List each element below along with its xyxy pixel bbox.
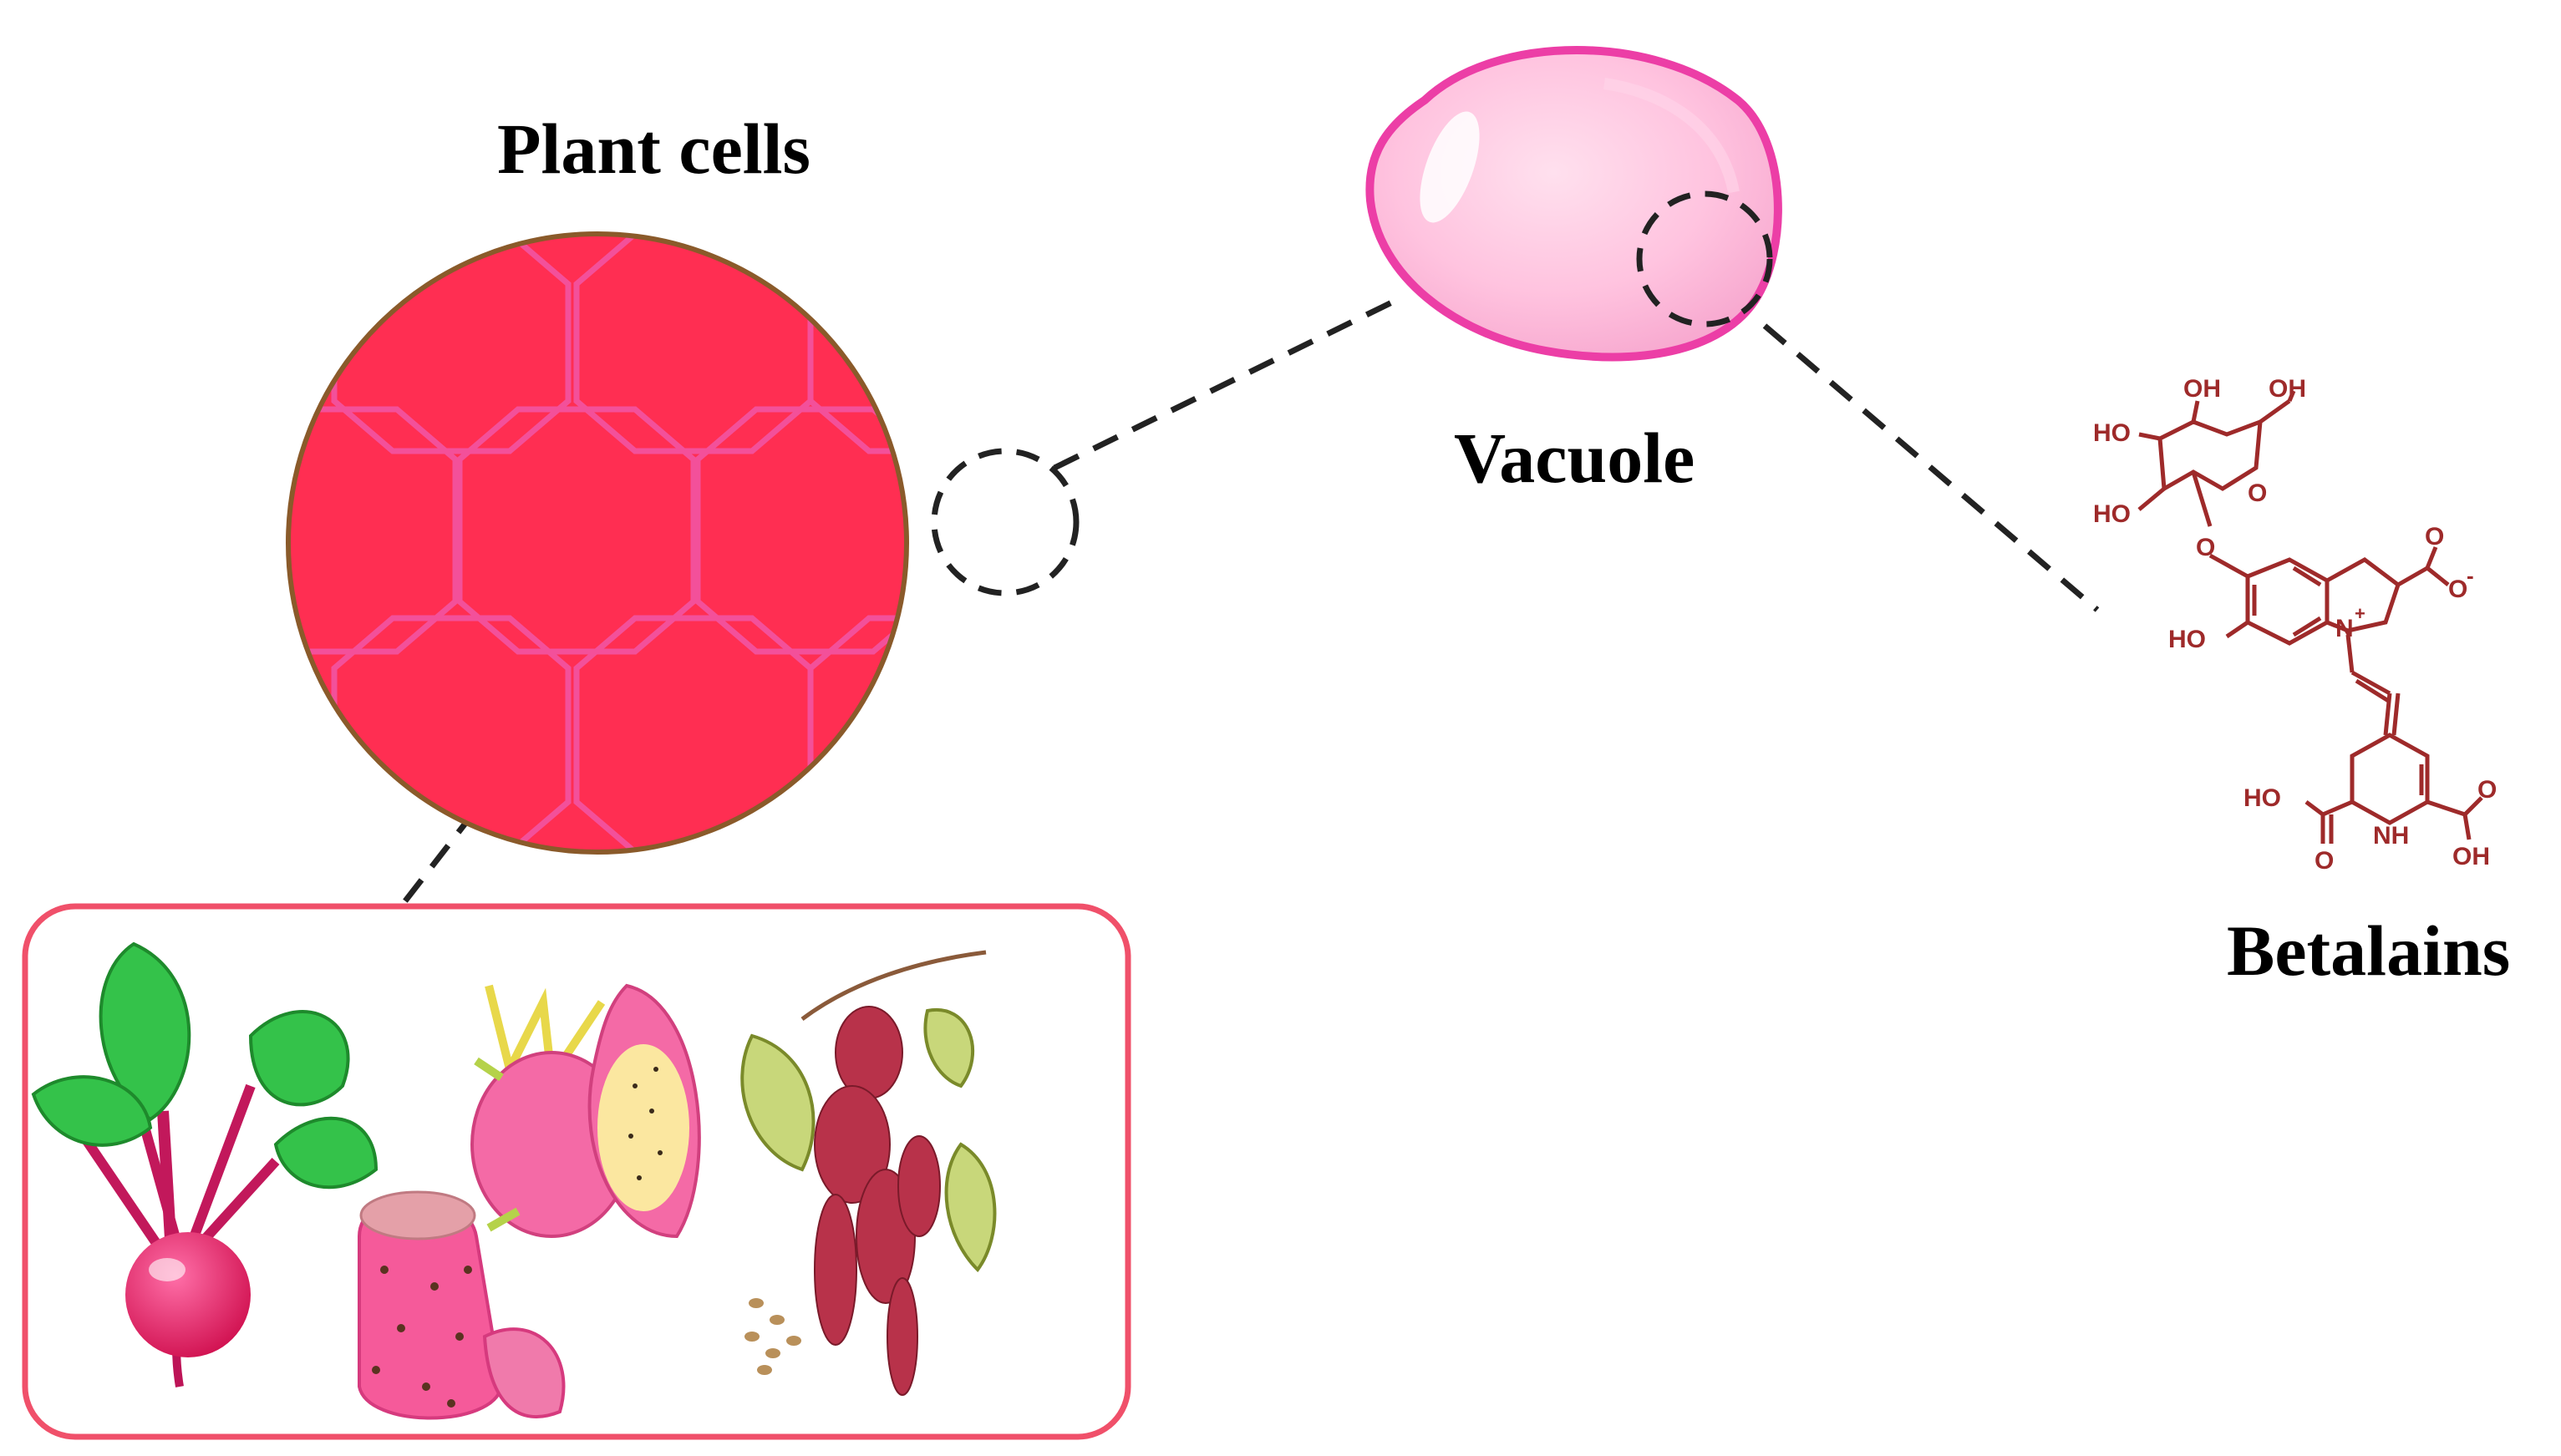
atom-charge: + [2355,603,2365,624]
atom-oh: OH [2183,375,2221,403]
vacuole-shape [1365,46,1782,362]
atom-o: O [2448,576,2467,603]
dragon-fruit-illustration [470,983,701,1239]
beetroot-illustration [31,941,379,1388]
atom-oh: OH [2269,375,2306,403]
betalains-label: Betalains [2227,911,2511,991]
atom-o: O [2315,847,2334,875]
amaranth-illustration [740,950,997,1396]
atom-n: N [2335,615,2354,642]
atom-o: O [2477,776,2497,804]
betalain-molecule [2137,390,2483,844]
connector-lines [399,293,2100,909]
atom-o: O [2425,523,2444,550]
atom-charge: - [2467,563,2474,588]
atom-ho: HO [2093,500,2131,528]
atom-o: O [2196,534,2215,561]
connector-cells-to-vacuole [1053,293,1405,471]
vacuole-label: Vacuole [1454,418,1695,498]
atom-o: O [2248,479,2267,507]
molecule-atom-labels: OH OH HO HO O O HO N + O O - HO O NH O O… [2093,375,2497,875]
atom-oh: OH [2452,843,2490,870]
plant-cells-label: Plant cells [497,109,810,189]
atom-ho: HO [2243,784,2281,812]
plant-cells-circle [286,231,1080,855]
atom-ho: HO [2093,419,2131,447]
atom-nh: NH [2373,822,2409,850]
betalain-sources-box [22,903,1131,1440]
prickly-pear-illustration [358,1190,566,1420]
vacuole-zoom-circle [1636,190,1773,327]
connector-vacuole-to-betalains [1762,323,2100,612]
cell-zoom-circle [931,448,1080,596]
atom-ho: HO [2168,626,2206,653]
connector-cells-to-sources [399,774,504,909]
